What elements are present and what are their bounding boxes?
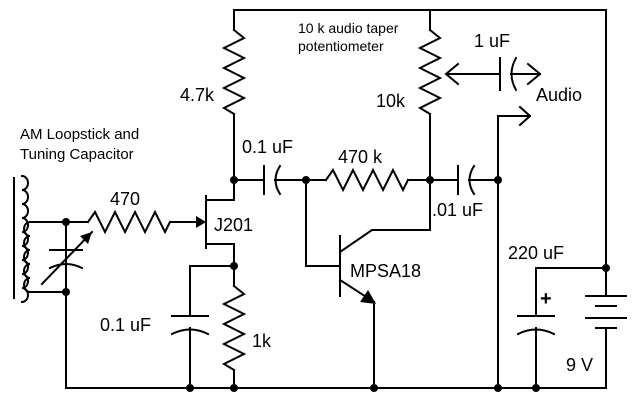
resistor-4k7-label: 4.7k: [180, 85, 215, 105]
plus-sign: +: [540, 288, 552, 310]
ground-rail: [65, 221, 607, 389]
resistor-470k-label: 470 k: [338, 147, 383, 167]
capacitor-001: [429, 164, 499, 389]
pot-description-line2: potentiometer: [298, 38, 384, 54]
capacitor-220uf: [516, 267, 607, 389]
capacitor-source: [170, 265, 235, 389]
antenna-label-line1: AM Loopstick and: [20, 126, 139, 143]
potentiometer-label: 10k: [376, 91, 406, 111]
capacitor-coupling: [233, 164, 307, 196]
capacitor-220-label: 220 uF: [508, 243, 564, 263]
capacitor-coupling-label: 0.1 uF: [242, 137, 293, 157]
tuning-capacitor: [40, 221, 94, 293]
bjt-label: MPSA18: [350, 261, 421, 281]
capacitor-source-label: 0.1 uF: [100, 315, 151, 335]
audio-output: [497, 105, 532, 181]
capacitor-output: [489, 56, 542, 92]
junction-dots: [62, 176, 610, 392]
capacitor-001-label: .01 uF: [432, 200, 483, 220]
resistor-4k7: [221, 9, 247, 201]
resistor-470k: [305, 167, 431, 193]
resistor-470-label: 470: [110, 189, 140, 209]
resistor-1k-label: 1k: [252, 331, 272, 351]
jfet-label: J201: [214, 215, 253, 235]
bjt-mpsa18: [305, 179, 431, 389]
supply-rail: [233, 9, 607, 269]
antenna-label-line2: Tuning Capacitor: [20, 146, 134, 163]
battery-9v: [585, 267, 627, 339]
jfet-j201: [196, 195, 235, 267]
capacitor-output-label: 1 uF: [474, 31, 510, 51]
resistor-1k: [221, 265, 247, 389]
battery-label: 9 V: [566, 355, 593, 375]
loopstick-antenna: [13, 174, 67, 304]
resistor-470: [65, 209, 197, 235]
potentiometer-10k: [417, 9, 491, 181]
audio-label: Audio: [536, 85, 582, 105]
pot-description-line1: 10 k audio taper: [298, 20, 399, 36]
